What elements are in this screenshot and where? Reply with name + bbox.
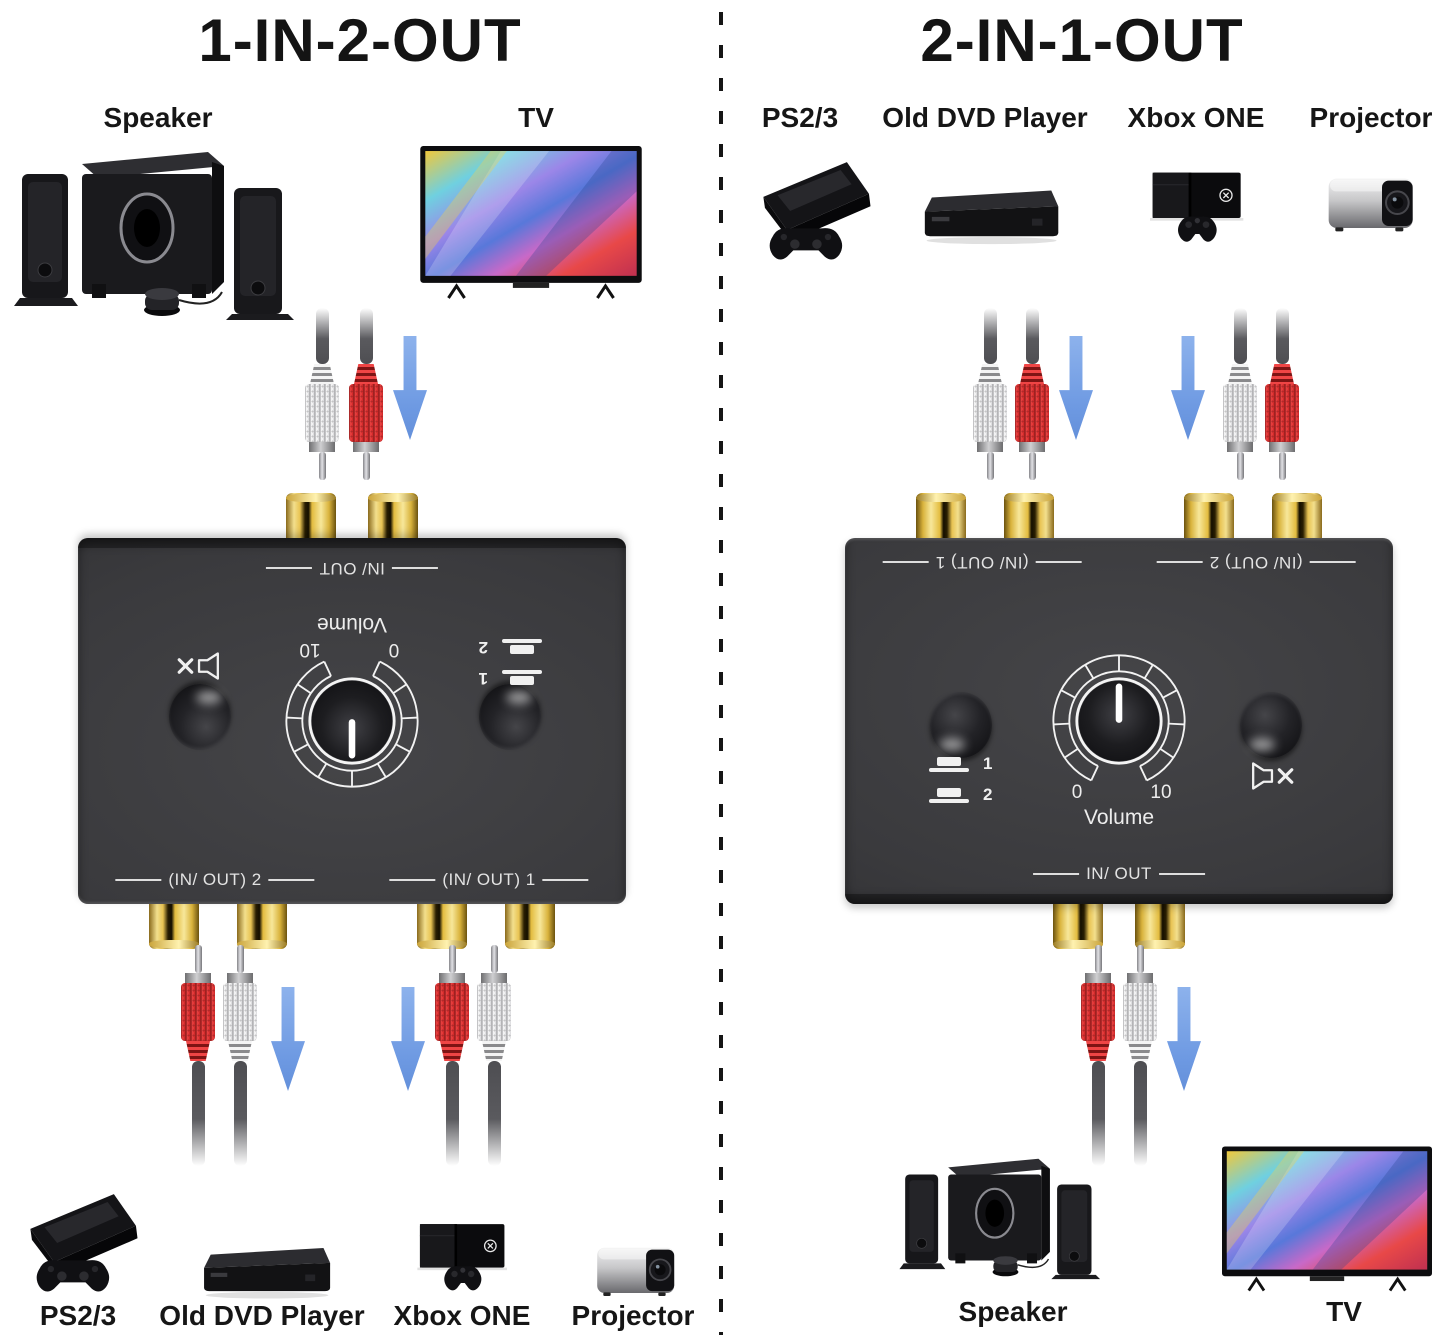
speaker-image bbox=[12, 132, 312, 322]
source-select-icon: 1 2 bbox=[479, 626, 542, 688]
selector-option-2: 2 bbox=[983, 785, 993, 804]
device-label-speaker: Speaker bbox=[103, 102, 213, 133]
selector-button[interactable] bbox=[930, 692, 992, 758]
device-label-speaker: Speaker bbox=[958, 1296, 1068, 1327]
rca-plug-red bbox=[434, 945, 470, 1166]
rca-jack bbox=[505, 903, 555, 949]
rca-jack bbox=[237, 903, 287, 949]
rca-switch-box-left: (IN/ OUT) 1 (IN/ OUT) 2 1 2 bbox=[78, 493, 626, 949]
projector-image bbox=[1308, 168, 1434, 240]
device-label-ps: PS2/3 bbox=[761, 102, 839, 133]
port-label-in-out-1: (IN/ OUT) 1 bbox=[882, 552, 1081, 572]
rca-jack bbox=[916, 493, 966, 539]
rca-plug-white bbox=[304, 308, 340, 480]
mute-button[interactable] bbox=[1240, 692, 1302, 758]
rca-plug-red bbox=[1264, 308, 1300, 480]
right-panel-title: 2-IN-1-OUT bbox=[920, 7, 1244, 74]
device-label-xbox: Xbox ONE bbox=[393, 1300, 531, 1331]
device-label-dvd: Old DVD Player bbox=[159, 1300, 365, 1331]
device-label-dvd: Old DVD Player bbox=[882, 102, 1088, 133]
rca-plug-red bbox=[1080, 945, 1116, 1166]
stack-glyph-icon bbox=[929, 756, 969, 772]
down-arrow-icon bbox=[1171, 336, 1205, 440]
down-arrow-icon bbox=[1059, 336, 1093, 440]
rca-plug-white bbox=[972, 308, 1008, 480]
volume-max: 10 bbox=[299, 639, 321, 660]
volume-min: 0 bbox=[388, 639, 400, 660]
rca-plug-white bbox=[476, 945, 512, 1166]
stack-glyph-icon bbox=[502, 640, 542, 655]
rca-plug-red bbox=[348, 308, 384, 480]
ps-console-image bbox=[5, 1180, 155, 1310]
rca-plug-white bbox=[222, 945, 258, 1166]
volume-max: 10 bbox=[1150, 782, 1172, 803]
ps-console-image bbox=[738, 148, 888, 278]
device-label-ps: PS2/3 bbox=[39, 1300, 117, 1331]
down-arrow-icon bbox=[1167, 987, 1201, 1091]
rca-jack bbox=[417, 903, 467, 949]
rca-jack bbox=[1053, 903, 1103, 949]
rca-jack bbox=[149, 903, 199, 949]
tv-image bbox=[1222, 1146, 1432, 1292]
source-select-icon: 1 2 bbox=[929, 754, 992, 816]
selector-option-1: 1 bbox=[983, 754, 993, 773]
port-label-in-out-1: (IN/ OUT) 1 bbox=[389, 870, 588, 890]
rca-jack bbox=[1004, 493, 1054, 539]
device-label-tv: TV bbox=[1326, 1296, 1362, 1327]
xbox-image bbox=[1128, 158, 1266, 258]
projector-image bbox=[577, 1238, 695, 1304]
rca-plug-white bbox=[1122, 945, 1158, 1166]
device-label-projector: Projector bbox=[571, 1300, 695, 1331]
rca-jack bbox=[1184, 493, 1234, 539]
left-panel-title: 1-IN-2-OUT bbox=[198, 7, 522, 74]
volume-knob[interactable] bbox=[277, 646, 427, 796]
device-label-xbox: Xbox ONE bbox=[1127, 102, 1265, 133]
volume-min: 0 bbox=[1071, 782, 1083, 803]
down-arrow-icon bbox=[271, 987, 305, 1091]
down-arrow-icon bbox=[393, 336, 427, 440]
speaker-image bbox=[898, 1130, 1113, 1295]
stack-glyph-icon bbox=[929, 787, 969, 803]
tv-image bbox=[420, 146, 642, 299]
volume-knob[interactable] bbox=[1044, 646, 1194, 796]
stack-glyph-icon bbox=[502, 671, 542, 686]
rca-plug-white bbox=[1222, 308, 1258, 480]
dvd-player-image bbox=[912, 180, 1072, 252]
device-label-tv: TV bbox=[518, 102, 554, 133]
port-label-in-out: IN/ OUT bbox=[1033, 864, 1205, 884]
switch-box-face: (IN/ OUT) 1 (IN/ OUT) 2 1 2 bbox=[78, 538, 626, 904]
selector-option-1: 1 bbox=[478, 669, 488, 688]
port-label-in-out-2: (IN/ OUT) 2 bbox=[115, 870, 314, 890]
dvd-player-image bbox=[190, 1238, 345, 1306]
mute-button[interactable] bbox=[169, 684, 231, 750]
volume-label: Volume bbox=[316, 613, 388, 636]
down-arrow-icon bbox=[391, 987, 425, 1091]
port-label-in-out-2: (IN/ OUT) 2 bbox=[1156, 552, 1355, 572]
device-label-projector: Projector bbox=[1309, 102, 1433, 133]
rca-plug-red bbox=[1014, 308, 1050, 480]
divider-dashed-line bbox=[719, 12, 723, 1335]
mute-speaker-icon bbox=[177, 652, 219, 680]
rca-jack bbox=[286, 493, 336, 539]
volume-label: Volume bbox=[1083, 806, 1155, 829]
selector-button[interactable] bbox=[479, 684, 541, 750]
xbox-image bbox=[395, 1210, 530, 1306]
rca-plug-red bbox=[180, 945, 216, 1166]
rca-jack bbox=[1272, 493, 1322, 539]
port-label-in-out: IN/ OUT bbox=[266, 558, 438, 578]
rca-jack bbox=[1135, 903, 1185, 949]
rca-jack bbox=[368, 493, 418, 539]
switch-box-face: (IN/ OUT) 1 (IN/ OUT) 2 1 2 bbox=[845, 538, 1393, 904]
selector-option-2: 2 bbox=[478, 638, 488, 657]
mute-speaker-icon bbox=[1252, 762, 1294, 790]
rca-switch-box-right: (IN/ OUT) 1 (IN/ OUT) 2 1 2 bbox=[845, 493, 1393, 949]
